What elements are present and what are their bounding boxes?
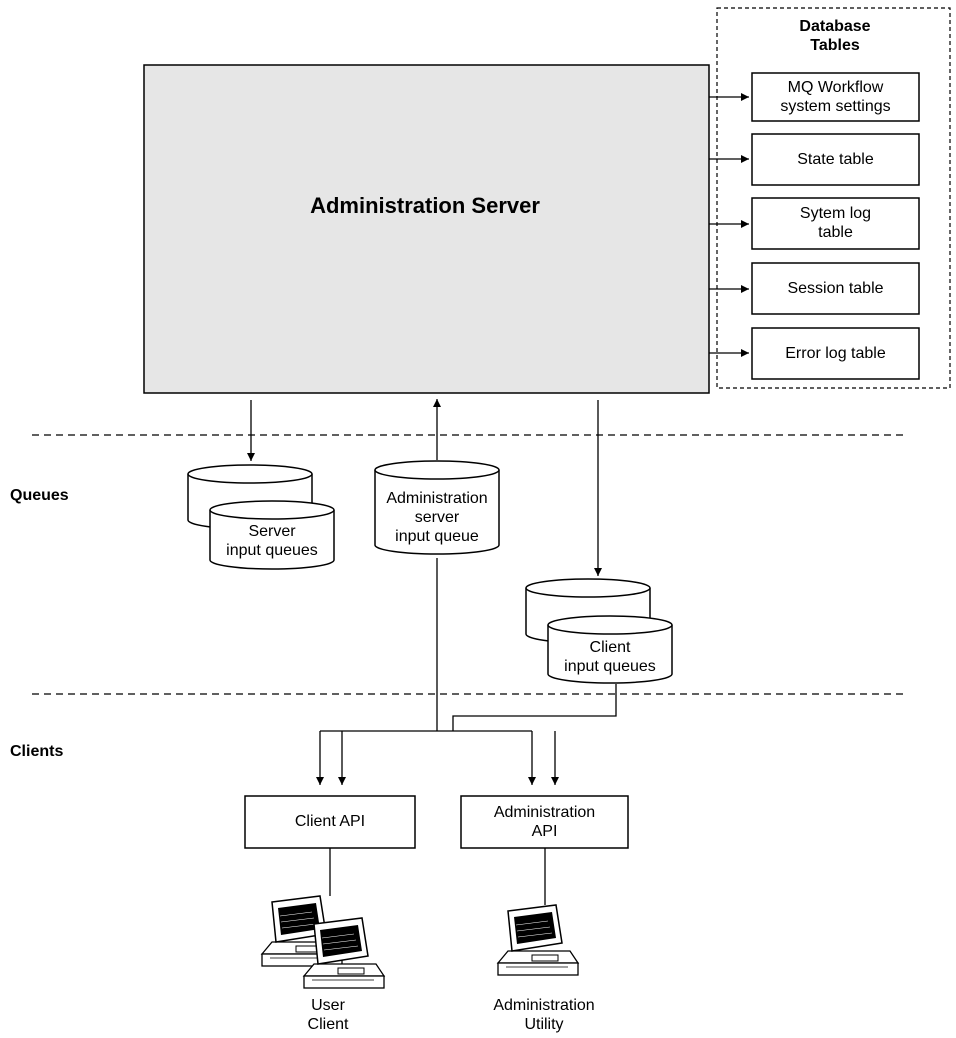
database-tables-title: Database Tables	[799, 18, 871, 54]
table-label-settings: MQ Workflow system settings	[780, 79, 891, 115]
table-box-error-log	[751, 327, 920, 380]
table-box-settings	[751, 72, 920, 122]
table-label-state: State table	[797, 151, 874, 168]
administration-utility-terminal-icon	[497, 904, 579, 976]
administration-server-title: Administration Server	[310, 193, 540, 218]
admin-server-input-queue-cylinder	[374, 460, 500, 555]
table-label-system-log: Sytem log table	[799, 205, 872, 241]
table-label-session: Session table	[787, 280, 884, 297]
table-box-session	[751, 262, 920, 315]
administration-api-box	[460, 795, 629, 849]
client-api-label: Client API	[294, 813, 366, 830]
table-box-state	[751, 133, 920, 186]
admin-server-input-queue-label: Administration server input queue	[386, 490, 488, 545]
client-input-queues-label: Client input queues	[564, 639, 656, 675]
server-input-queues-label: Server input queues	[226, 523, 318, 559]
table-box-system-log	[751, 197, 920, 250]
database-tables-container	[716, 7, 951, 389]
user-client-label: User Client	[307, 997, 349, 1033]
server-input-queues-cylinders	[187, 464, 335, 570]
section-label-queues: Queues	[10, 487, 69, 504]
table-label-error-log: Error log table	[785, 345, 886, 362]
connector-lines	[316, 558, 617, 785]
administration-utility-label: Administration Utility	[493, 997, 595, 1033]
client-api-box	[244, 795, 416, 849]
section-label-clients: Clients	[10, 743, 64, 760]
administration-server-box	[143, 64, 710, 394]
administration-api-label: Administration API	[493, 804, 596, 840]
client-input-queues-cylinders	[525, 578, 673, 684]
